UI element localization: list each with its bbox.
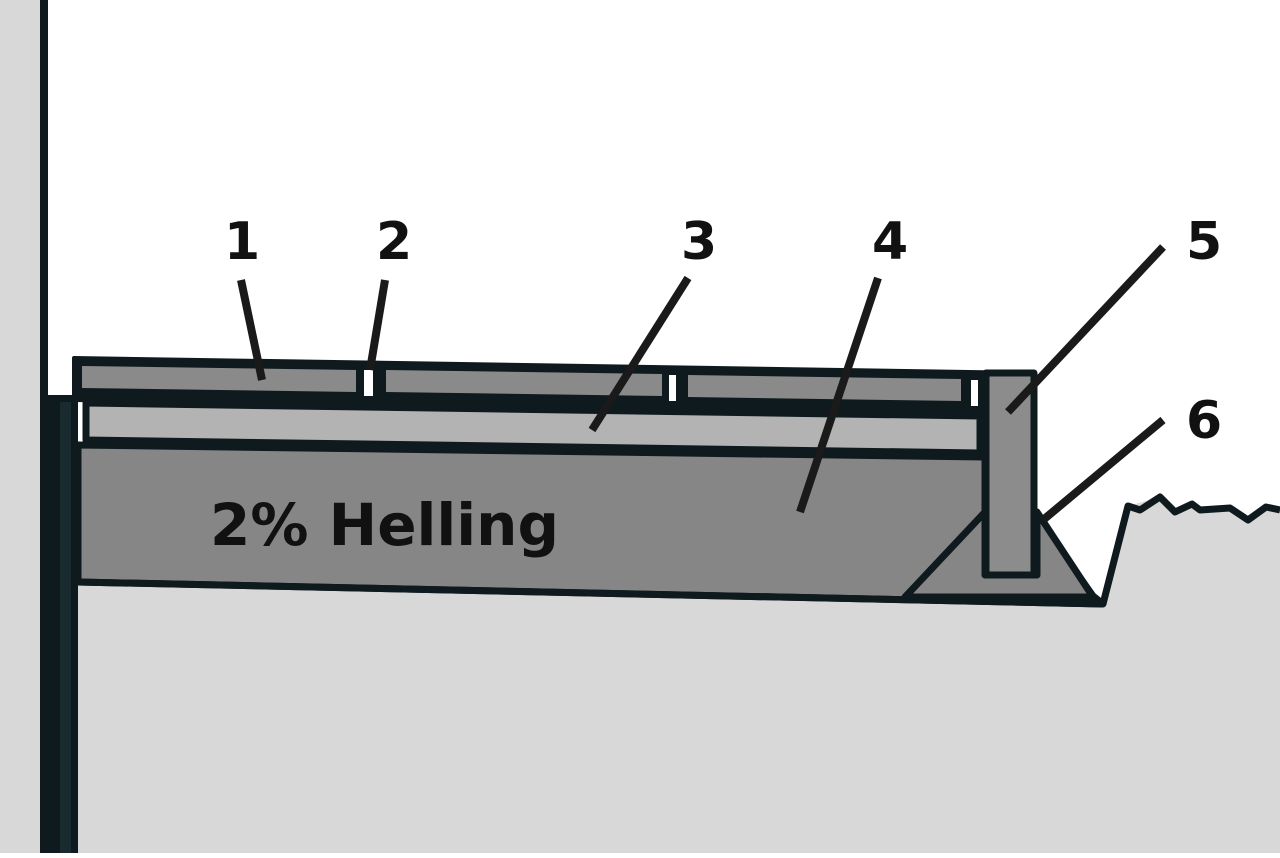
wall-plinth-inner	[60, 402, 71, 853]
callout-number-5: 5	[1186, 212, 1222, 272]
foundation-bottom-line	[77, 578, 1104, 608]
paving-joint	[971, 380, 978, 406]
callout-leaders	[237, 244, 1166, 524]
callout-leader-2	[366, 279, 389, 371]
paving-joint	[364, 370, 373, 396]
callout-number-6: 6	[1186, 391, 1222, 451]
callout-leader-5	[1005, 244, 1166, 415]
callout-leader-3	[588, 275, 692, 433]
callout-number-4: 4	[872, 212, 908, 272]
callout-number-3: 3	[681, 212, 717, 272]
paving-tile	[386, 370, 662, 396]
paving-tile	[82, 366, 356, 392]
edge-restraint	[982, 369, 1038, 579]
slope-label: 2% Helling	[210, 491, 559, 559]
callout-number-2: 2	[376, 212, 412, 272]
paving-joint	[669, 375, 676, 401]
callout-leader-4	[796, 276, 882, 514]
callout-number-1: 1	[224, 212, 260, 272]
callout-leader-1	[237, 279, 266, 381]
callout-leader-6	[1040, 416, 1166, 524]
ground-subsoil	[78, 497, 1280, 853]
bedding-layer	[82, 399, 984, 457]
paving-tile	[688, 375, 961, 401]
ground-surface-line	[1099, 493, 1280, 605]
building-wall	[0, 0, 44, 853]
